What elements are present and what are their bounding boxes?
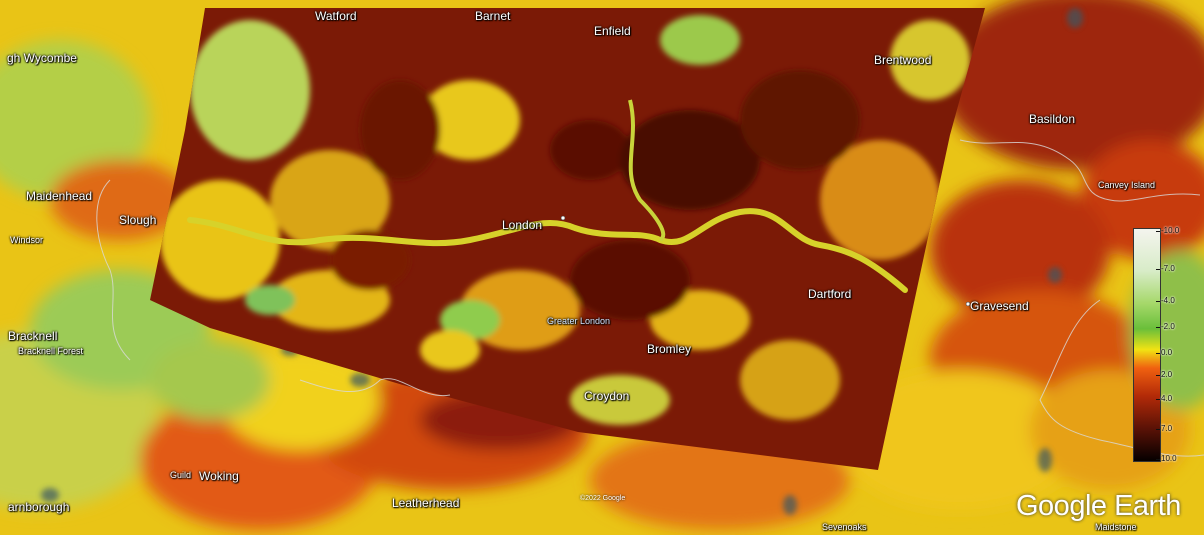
place-farnborough: arnborough xyxy=(8,500,70,514)
legend-tick: -7.0 xyxy=(1156,264,1175,273)
place-enfield: Enfield xyxy=(594,24,631,38)
legend-tick: 7.0 xyxy=(1155,424,1173,433)
legend-tick: 10.0 xyxy=(1156,454,1177,463)
place-maidenhead: Maidenhead xyxy=(26,189,93,203)
legend-tick: -4.0 xyxy=(1156,296,1175,305)
place-barnet: Barnet xyxy=(475,9,511,23)
place-croydon: Croydon xyxy=(584,389,630,403)
place-watford: Watford xyxy=(315,9,357,23)
legend-tick: 2.0 xyxy=(1155,370,1173,379)
legend-tick: 4.0 xyxy=(1155,394,1173,403)
place-greater-london: Greater London xyxy=(547,316,611,326)
place-woking: Woking xyxy=(199,469,239,483)
place-woking-prefix: Guild xyxy=(170,470,192,480)
place-basildon: Basildon xyxy=(1029,112,1076,126)
place-bromley: Bromley xyxy=(647,342,692,356)
place-high-wycombe: gh Wycombe xyxy=(7,51,77,65)
place-slough: Slough xyxy=(119,213,157,227)
legend-tick: 0.0 xyxy=(1155,348,1173,357)
legend-color-bar xyxy=(1133,228,1161,462)
place-bracknell: Bracknell xyxy=(8,329,58,343)
copyright-text: ©2022 Google xyxy=(580,495,626,502)
place-windsor: Windsor xyxy=(10,235,44,245)
legend-tick: -2.0 xyxy=(1156,322,1175,331)
place-bracknell-forest: Bracknell Forest xyxy=(18,346,84,356)
google-earth-logo: Google Earth xyxy=(1016,490,1181,522)
place-leatherhead: Leatherhead xyxy=(392,496,460,510)
place-gravesend: Gravesend xyxy=(970,299,1029,313)
place-canvey-island: Canvey Island xyxy=(1098,180,1156,190)
place-sevenoaks: Sevenoaks xyxy=(822,522,867,532)
place-london: London xyxy=(502,218,543,232)
place-dartford: Dartford xyxy=(808,287,852,301)
place-maidstone: Maidstone xyxy=(1095,522,1137,532)
place-brentwood: Brentwood xyxy=(874,53,932,67)
legend-tick: -10.0 xyxy=(1155,226,1180,235)
color-legend: -10.0 -7.0 -4.0 -2.0 0.0 2.0 4.0 7.0 10.… xyxy=(1133,224,1187,470)
